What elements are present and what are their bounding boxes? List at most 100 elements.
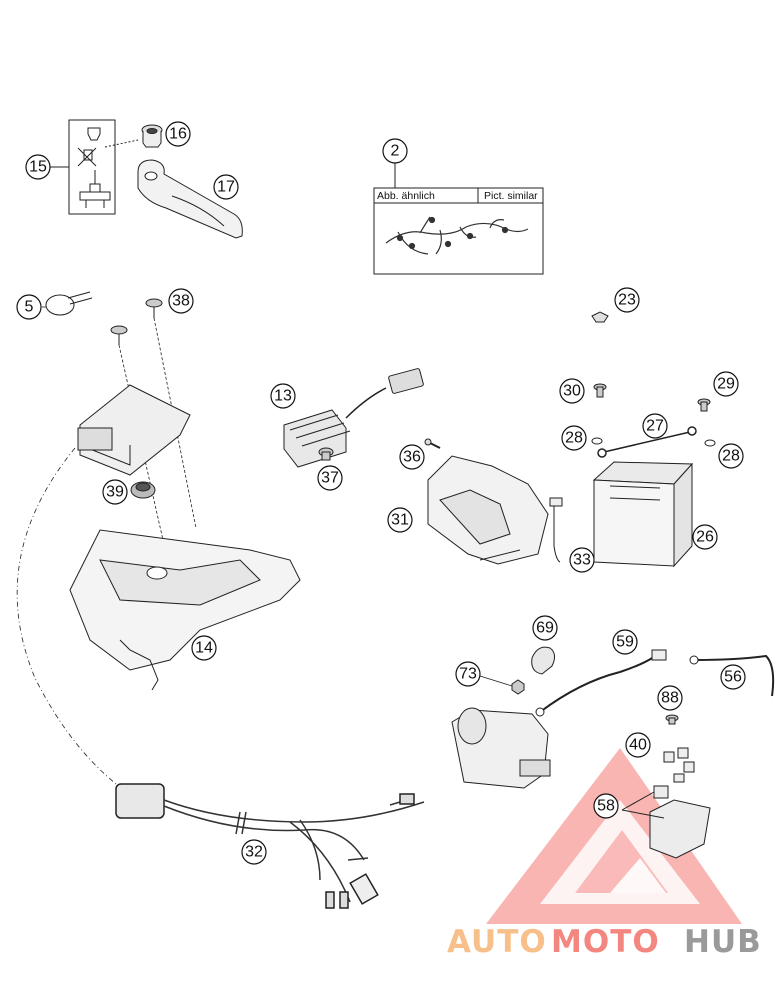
callout-56: 56: [720, 664, 746, 690]
watermark-triangle-icon: [486, 748, 742, 924]
inset-label-similar-de: Abb. ähnlich: [377, 190, 435, 202]
callout-28b-label: 28: [722, 448, 740, 465]
part-15-inset: [47, 119, 139, 215]
callout-14-label: 14: [195, 640, 213, 657]
part-33-strip: [549, 497, 563, 563]
callout-17-label: 17: [217, 179, 235, 196]
callout-58-label: 58: [597, 798, 615, 815]
callout-58: 58: [593, 793, 619, 819]
watermark-word-hub: HUB: [684, 924, 762, 960]
ecu-module: [77, 384, 191, 476]
callout-15-label: 15: [29, 159, 47, 176]
part-5-cable-tie: [45, 291, 93, 316]
part-88-screw: [665, 714, 679, 725]
callout-5-label: 5: [25, 299, 34, 316]
callout-40-label: 40: [629, 737, 647, 754]
callout-33-label: 33: [573, 552, 591, 569]
callout-23-label: 23: [618, 292, 636, 309]
callout-32-label: 32: [245, 844, 263, 861]
callout-2: 2: [382, 138, 408, 164]
callout-23: 23: [614, 287, 640, 313]
callout-59-label: 59: [616, 634, 634, 651]
part-17-bracket: [137, 159, 243, 239]
callout-38: 38: [168, 288, 194, 314]
callout-16-label: 16: [169, 126, 187, 143]
callout-69: 69: [532, 615, 558, 641]
callout-38-label: 38: [172, 293, 190, 310]
callout-30: 30: [559, 378, 585, 404]
part-39-grommet: [130, 481, 156, 499]
callout-13-label: 13: [274, 388, 292, 405]
part-32-main-harness: [115, 783, 425, 909]
part-23-clip: [591, 311, 609, 323]
part-29-screw: [697, 398, 711, 412]
part-69-terminal-cover: [531, 646, 556, 675]
callout-17: 17: [213, 174, 239, 200]
callout-13: 13: [270, 383, 296, 409]
callout-37: 37: [317, 465, 343, 491]
callout-88-label: 88: [661, 690, 679, 707]
ecu-harness-leader: [16, 447, 136, 799]
rivet-top: [87, 127, 101, 141]
callout-5: 5: [16, 294, 42, 320]
callout-14: 14: [191, 635, 217, 661]
callout-27: 27: [642, 413, 668, 439]
callout-31-label: 31: [391, 512, 409, 529]
part-31-battery-holder: [427, 455, 549, 565]
part-26-battery: [592, 461, 694, 568]
part-73-nut: [511, 679, 525, 695]
starter-motor: [451, 707, 551, 789]
part-2-box: [373, 187, 544, 275]
callout-73: 73: [455, 661, 481, 687]
callout-56-label: 56: [724, 669, 742, 686]
callout-26-label: 26: [696, 529, 714, 546]
watermark-logo: [486, 748, 742, 924]
callout-leaders: [42, 306, 513, 687]
callout-28b: 28: [718, 443, 744, 469]
callout-2-label: 2: [391, 143, 400, 160]
callout-37-label: 37: [321, 470, 339, 487]
callout-28a-label: 28: [565, 430, 583, 447]
callout-33: 33: [569, 547, 595, 573]
part-16-grommet: [141, 124, 163, 148]
part-2-inset: Abb. ähnlich Pict. similar: [373, 163, 544, 275]
callout-32: 32: [241, 839, 267, 865]
callout-39: 39: [102, 479, 128, 505]
callout-36-label: 36: [403, 449, 421, 466]
callout-88: 88: [657, 685, 683, 711]
callout-69-label: 69: [536, 620, 554, 637]
harness-connector: [115, 783, 165, 819]
callout-29-label: 29: [717, 376, 735, 393]
part-14-electronics-tray: [69, 529, 301, 691]
callout-27-label: 27: [646, 418, 664, 435]
callout-73-label: 73: [459, 666, 477, 683]
cross-out-icon: [77, 147, 97, 167]
regulator-connector: [388, 368, 424, 394]
part-37-screw: [318, 447, 334, 461]
part-58-relay: [621, 785, 711, 859]
part-56-cable: [689, 654, 775, 697]
callout-36: 36: [399, 444, 425, 470]
part-40-fuses: [663, 747, 695, 783]
callout-30-label: 30: [563, 383, 581, 400]
part-38-screws: [110, 298, 163, 345]
ecu-connector: [77, 427, 113, 451]
watermark-text: AUTO MOTO HUB: [447, 924, 762, 960]
part-28-washers: [591, 437, 716, 447]
callout-29: 29: [713, 371, 739, 397]
callout-59: 59: [612, 629, 638, 655]
mini-harness: [385, 216, 529, 255]
part-30-screw: [593, 383, 607, 398]
callout-26: 26: [692, 524, 718, 550]
part-59-starter-cable: [535, 649, 667, 717]
callout-28a: 28: [561, 425, 587, 451]
callouts: 2 5 13 14 15 16 17 23 26 27 28 28 29 30 …: [16, 121, 746, 865]
callout-15: 15: [25, 154, 51, 180]
part-27-battery-cable: [597, 426, 697, 458]
part-36-screw: [424, 438, 441, 449]
callout-16: 16: [165, 121, 191, 147]
callout-40: 40: [625, 732, 651, 758]
watermark-word-auto: AUTO: [447, 924, 547, 960]
callout-31: 31: [387, 507, 413, 533]
